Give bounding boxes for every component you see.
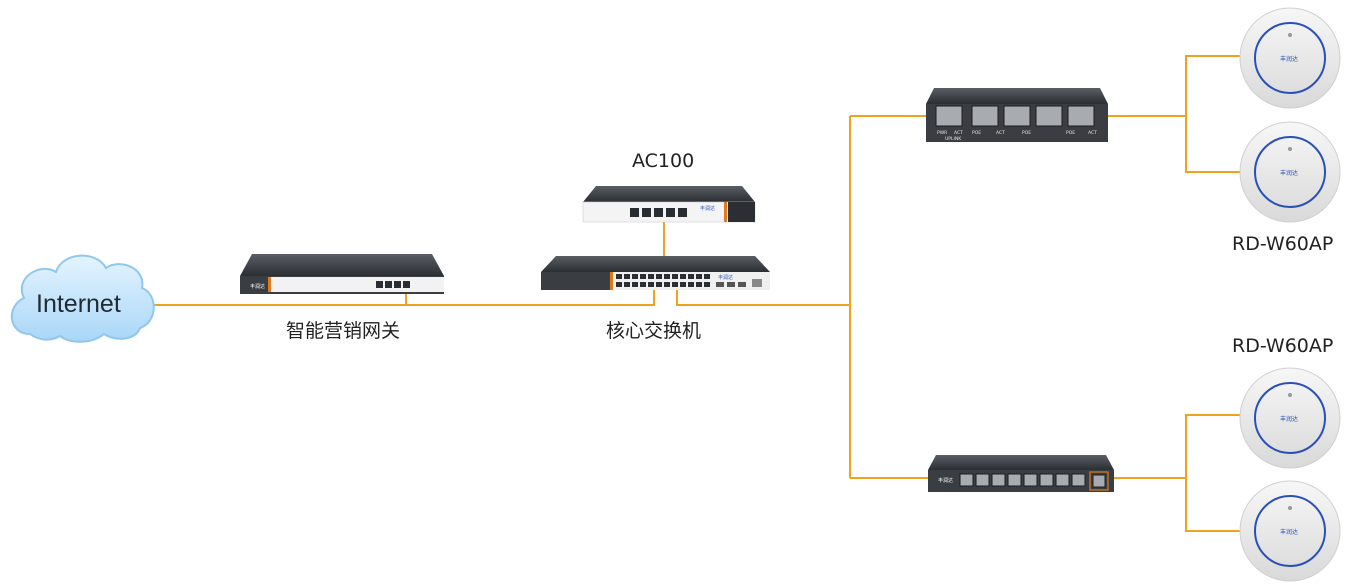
ap-4-brand: 丰润达	[1280, 528, 1298, 536]
ap-4: 丰润达	[1239, 480, 1341, 582]
core-ports-top	[616, 274, 710, 279]
ac100-ports	[630, 208, 687, 217]
link-poe-bottom-aps	[1185, 414, 1240, 532]
gateway-brand-label: 丰润达	[250, 283, 265, 290]
ac-label: AC100	[632, 150, 695, 172]
ap-3-brand: 丰润达	[1280, 415, 1298, 423]
ap-2-brand: 丰润达	[1280, 169, 1298, 177]
internet-label: Internet	[36, 290, 121, 318]
core-switch-device: 丰润达	[541, 256, 770, 290]
core-ports-bottom	[616, 282, 710, 287]
gateway-label: 智能营销网关	[286, 320, 401, 342]
gateway-ports	[376, 281, 410, 288]
ap-2: 丰润达	[1239, 121, 1341, 223]
connection-lines	[148, 55, 1240, 532]
gateway-device: 丰润达	[240, 254, 444, 294]
internet-cloud	[10, 254, 155, 343]
svg-text:POE: POE	[972, 130, 981, 136]
ap-bottom-label: RD-W60AP	[1232, 335, 1334, 357]
ap-1-brand: 丰润达	[1280, 55, 1298, 63]
link-poe-top-aps	[1185, 55, 1240, 173]
link-core-trunk	[676, 290, 850, 306]
core-brand-label: 丰润达	[718, 274, 733, 281]
ac100-brand-label: 丰润达	[700, 205, 715, 212]
poe-top-ports	[935, 105, 1095, 127]
core-switch-label: 核心交换机	[606, 320, 702, 342]
svg-text:PWR: PWR	[937, 130, 947, 136]
ap-top-label: RD-W60AP	[1232, 233, 1334, 255]
svg-text:UPLINK: UPLINK	[945, 136, 962, 142]
svg-text:POE: POE	[1022, 130, 1031, 136]
link-gateway-core	[405, 290, 655, 306]
poe-switch-bottom-device: 丰润达	[928, 455, 1114, 492]
poe-top-port-labels: PWR ACT POE ACT POE POE ACT UPLINK	[937, 130, 1097, 142]
svg-text:ACT: ACT	[954, 130, 963, 136]
poe-bottom-ports	[959, 473, 1086, 487]
poe-bottom-brand-label: 丰润达	[938, 477, 953, 484]
svg-text:POE: POE	[1066, 130, 1075, 136]
ap-3: 丰润达	[1239, 367, 1341, 469]
svg-text:ACT: ACT	[996, 130, 1005, 136]
ap-1: 丰润达	[1239, 7, 1341, 109]
poe-switch-top-device: PWR ACT POE ACT POE POE ACT UPLINK	[926, 88, 1108, 142]
core-sfp-ports	[716, 279, 762, 287]
ac100-device: 丰润达	[582, 186, 756, 223]
svg-text:ACT: ACT	[1088, 130, 1097, 136]
